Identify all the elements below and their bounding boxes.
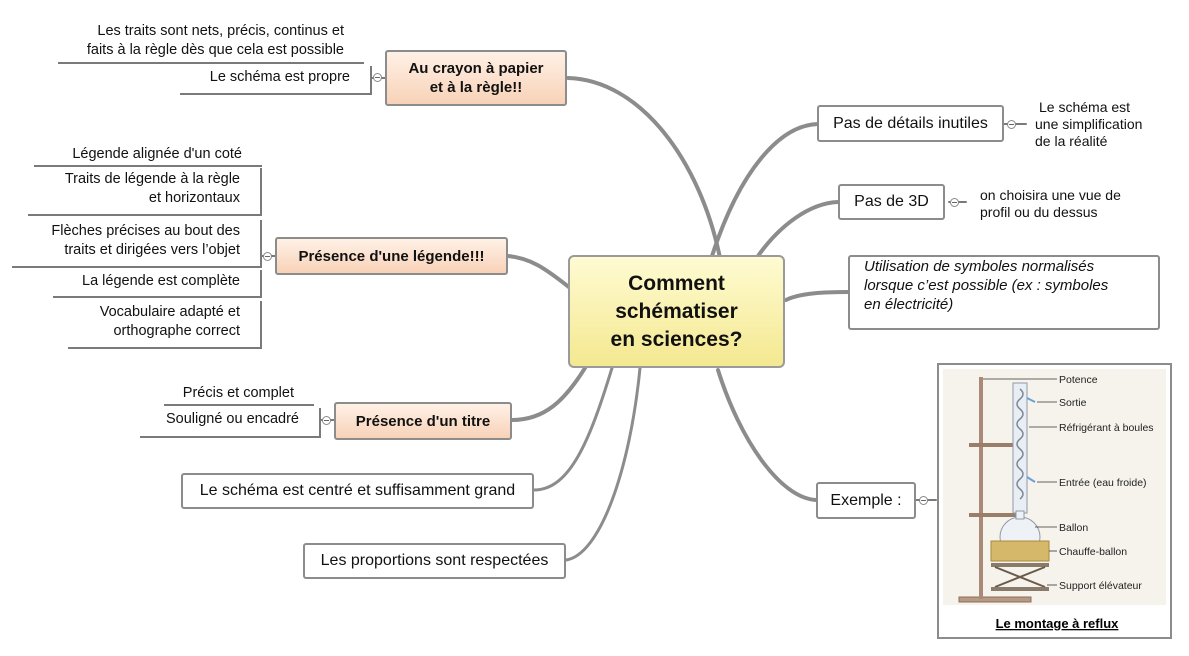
jack-bottom [991, 587, 1049, 591]
legende-3-line1: Flèches précises au bout des [51, 223, 240, 239]
leaf-traits-nets[interactable]: Les traits sont nets, précis, continus e… [58, 20, 364, 64]
clamp-top [969, 443, 1019, 447]
details-title: Pas de détails inutiles [833, 114, 988, 132]
leaf-legende-3[interactable]: Flèches précises au bout des traits et d… [12, 220, 262, 268]
legende-5-line1: Vocabulaire adapté et [99, 304, 240, 320]
symboles-line1: Utilisation de symboles normalisés [864, 258, 1095, 275]
collapse-toggle-icon[interactable] [950, 198, 959, 207]
crayon-title-line1: Au crayon à papier [408, 60, 544, 77]
inlet-tube [1026, 476, 1036, 483]
topic-symboles[interactable]: Utilisation de symboles normalisés lorsq… [848, 255, 1160, 330]
jack-scissor [994, 566, 1046, 588]
details-note-line2: une simplification [1035, 116, 1143, 132]
branch-symboles [784, 290, 850, 302]
legende-3-line2: traits et dirigées vers l’objet [64, 242, 240, 258]
leaf-traits-line1: Les traits sont nets, précis, continus e… [97, 23, 344, 39]
branch-details [710, 122, 820, 258]
topic-titre[interactable]: Présence d'un titre [334, 402, 512, 440]
central-line1: Comment [628, 271, 725, 295]
leaf-legende-2[interactable]: Traits de légende à la règle et horizont… [28, 168, 262, 216]
topic-no3d[interactable]: Pas de 3D [838, 184, 945, 220]
no3d-note-line1: on choisira une vue de [980, 187, 1121, 203]
exemple-title: Exemple : [830, 491, 902, 509]
souligne-text: Souligné ou encadré [165, 411, 299, 427]
heating-mantle [990, 540, 1050, 562]
no3d-note-line2: profil ou du dessus [980, 204, 1098, 220]
topic-crayon[interactable]: Au crayon à papier et à la règle!! [385, 50, 567, 106]
collapse-toggle-icon[interactable] [1007, 120, 1016, 129]
centre-text: Le schéma est centré et suffisamment gra… [199, 482, 516, 499]
condenser-coils [1016, 388, 1024, 500]
leaf-legende-5[interactable]: Vocabulaire adapté et orthographe correc… [68, 301, 262, 349]
branch-exemple [716, 368, 818, 502]
legende-2-line1: Traits de légende à la règle [64, 171, 240, 187]
topic-centre[interactable]: Le schéma est centré et suffisamment gra… [181, 473, 534, 509]
label-refrigerant: Réfrigérant à boules [1059, 422, 1154, 434]
stand-rod [979, 377, 983, 599]
leaf-legende-4[interactable]: La légende est complète [53, 270, 262, 298]
reflux-setup-illustration: Potence Sortie Réfrigérant à boules Entr… [937, 363, 1172, 639]
flask-neck [1015, 510, 1025, 520]
collapse-toggle-icon[interactable] [322, 416, 331, 425]
crayon-title-line2: et à la règle!! [429, 79, 523, 96]
legende-title: Présence d'une légende!!! [298, 247, 485, 265]
note-vue-profil: on choisira une vue de profil ou du dess… [980, 187, 1150, 221]
branch-proportions [564, 366, 642, 562]
details-note-line1: Le schéma est [1039, 99, 1131, 115]
label-support: Support élévateur [1059, 580, 1142, 592]
leaf-schema-propre[interactable]: Le schéma est propre [180, 66, 372, 95]
leaf-precis-complet[interactable]: Précis et complet [164, 382, 314, 406]
leaf-traits-line2: faits à la règle dès que cela est possib… [86, 42, 344, 58]
legende-4-text: La légende est complète [82, 273, 240, 289]
symboles-line2: lorsque c’est possible (ex : symboles [864, 277, 1109, 294]
topic-legende[interactable]: Présence d'une légende!!! [275, 237, 508, 275]
branch-crayon [566, 76, 722, 260]
central-line2: schématiser [615, 299, 738, 323]
branch-legende [506, 254, 572, 290]
label-chauffe-ballon: Chauffe-ballon [1059, 546, 1127, 558]
label-ballon: Ballon [1059, 522, 1088, 534]
proportions-text: Les proportions sont respectées [320, 552, 549, 569]
details-note-line3: de la réalité [1035, 133, 1108, 149]
topic-exemple[interactable]: Exemple : [816, 482, 916, 519]
legende-5-line2: orthographe correct [113, 323, 240, 339]
leaf-legende-1[interactable]: Légende alignée d'un coté [34, 143, 262, 167]
label-sortie: Sortie [1059, 397, 1087, 409]
clamp-bottom [969, 513, 1019, 517]
topic-proportions[interactable]: Les proportions sont respectées [303, 543, 566, 579]
collapse-toggle-icon[interactable] [373, 73, 382, 82]
topic-details[interactable]: Pas de détails inutiles [817, 105, 1004, 142]
label-potence: Potence [1059, 374, 1098, 386]
jack-top [991, 563, 1049, 567]
central-topic[interactable]: Comment schématiser en sciences? [568, 255, 785, 368]
illustration-caption: Le montage à reflux [996, 616, 1120, 631]
branch-centre [532, 366, 614, 492]
stand-base [958, 596, 1032, 603]
branch-titre [510, 366, 587, 422]
collapse-toggle-icon[interactable] [263, 252, 272, 261]
symboles-line3: en électricité) [864, 296, 954, 313]
precis-text: Précis et complet [182, 385, 294, 401]
branch-3d [756, 200, 840, 258]
titre-title: Présence d'un titre [355, 412, 491, 430]
legende-2-line2: et horizontaux [148, 190, 240, 206]
legende-1-text: Légende alignée d'un coté [72, 146, 242, 162]
leaf-propre-text: Le schéma est propre [209, 69, 350, 85]
label-entree: Entrée (eau froide) [1059, 477, 1147, 489]
collapse-toggle-icon[interactable] [919, 496, 928, 505]
note-simplification: Le schéma est une simplification de la r… [1035, 99, 1175, 150]
leaf-souligne-encadre[interactable]: Souligné ou encadré [140, 408, 321, 438]
outlet-tube [1026, 397, 1036, 403]
no3d-title: Pas de 3D [854, 193, 929, 210]
reflux-diagram: Potence Sortie Réfrigérant à boules Entr… [943, 369, 1166, 631]
condenser-tube [1012, 382, 1028, 514]
central-line3: en sciences? [610, 327, 743, 351]
